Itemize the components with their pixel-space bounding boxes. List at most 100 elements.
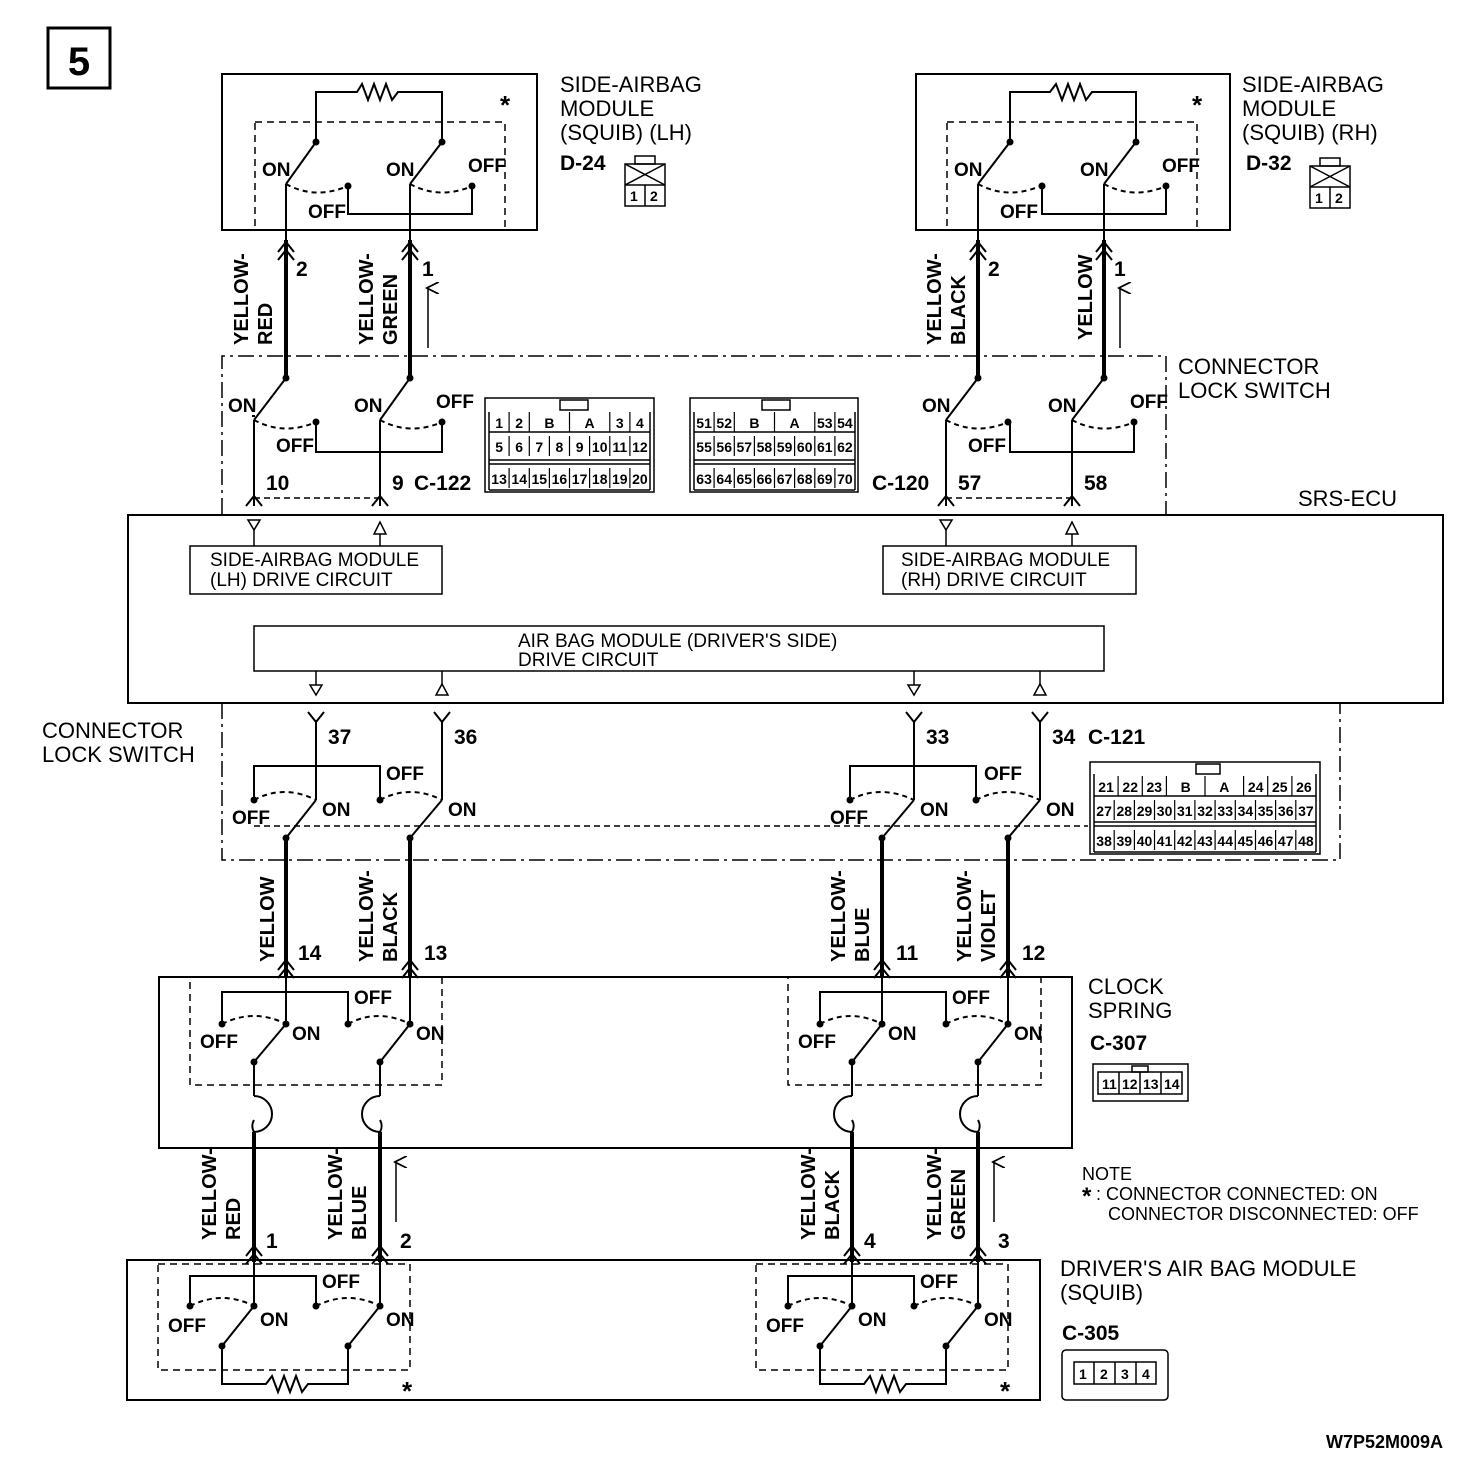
svg-text:YELLOW: YELLOW xyxy=(1075,254,1097,340)
side-rh-connector-id: D-32 xyxy=(1246,152,1292,175)
wire-color-label: YELLOW xyxy=(257,876,279,962)
svg-text:YELLOW-: YELLOW- xyxy=(356,253,378,345)
connector-lock-switch-mid xyxy=(221,703,1341,861)
wire-color-label: YELLOW- RED xyxy=(199,1148,245,1240)
note-line-1: : CONNECTOR CONNECTED: ON xyxy=(1096,1184,1378,1204)
connector-cavity-number: A xyxy=(1219,779,1229,795)
connector-cavity-number: 53 xyxy=(817,415,833,431)
connector-cavity-number: 42 xyxy=(1177,833,1193,849)
connector-cavity-number: 19 xyxy=(612,471,628,487)
switch-label-off: OFF xyxy=(766,1316,804,1337)
connector-cavity-number: B xyxy=(1181,779,1191,795)
switch-label-off: OFF xyxy=(468,156,506,177)
c307-connector-face xyxy=(1092,1063,1189,1102)
connector-cavity-number: 43 xyxy=(1197,833,1213,849)
connector-cavity-number: B xyxy=(749,415,759,431)
svg-text:YELLOW: YELLOW xyxy=(257,876,279,962)
side-rh-pin-1: 1 xyxy=(1315,190,1323,206)
switch-label-on: ON xyxy=(1014,1024,1043,1045)
connector-lock-top-title-1: CONNECTOR xyxy=(1178,354,1319,379)
drive-rh-line-2: (RH) DRIVE CIRCUIT xyxy=(901,570,1087,591)
switch-label-on: ON xyxy=(984,1310,1013,1331)
page-number: 5 xyxy=(68,40,90,84)
connector-cavity-number: 34 xyxy=(1238,803,1254,819)
srs-ecu-title: SRS-ECU xyxy=(1298,486,1397,511)
pin-label: 58 xyxy=(1084,472,1108,495)
connector-lock-top-title-2: LOCK SWITCH xyxy=(1178,378,1331,403)
switch-label-on: ON xyxy=(1046,800,1075,821)
switch-label-on: ON xyxy=(386,160,415,181)
connector-cavity-number: 47 xyxy=(1278,833,1294,849)
pin-label: 1 xyxy=(266,1230,278,1253)
switch-label-on: ON xyxy=(262,160,291,181)
connector-cavity-number: 14 xyxy=(511,471,527,487)
pin-label: 2 xyxy=(988,258,1000,281)
pin-label: 14 xyxy=(298,942,322,965)
svg-text:YELLOW-: YELLOW- xyxy=(325,1148,347,1240)
side-lh-title-3: (SQUIB) (LH) xyxy=(560,120,692,145)
connector-cavity-number: 59 xyxy=(777,439,793,455)
connector-cavity-number: 38 xyxy=(1096,833,1112,849)
connector-lock-top-dots xyxy=(282,374,1138,426)
connector-cavity-number: 58 xyxy=(757,439,773,455)
side-lh-pin-1: 1 xyxy=(630,188,638,204)
connector-cavity-number: 52 xyxy=(716,415,732,431)
switch-label-off: OFF xyxy=(386,764,424,785)
driver-airbag-module-box xyxy=(126,1259,1041,1401)
driver-module-dots xyxy=(186,1302,982,1350)
svg-text:YELLOW-: YELLOW- xyxy=(356,870,378,962)
c122-connector-id: C-122 xyxy=(414,472,471,495)
clock-spring-connector-id: C-307 xyxy=(1090,1032,1147,1055)
switch-label-off: OFF xyxy=(798,1032,836,1053)
side-airbag-rh-dots xyxy=(1006,138,1170,190)
switch-label-off: OFF xyxy=(436,392,474,413)
connector-cavity-number: 51 xyxy=(696,415,712,431)
driver-module-title-2: (SQUIB) xyxy=(1060,1280,1143,1305)
svg-text:RED: RED xyxy=(255,303,277,345)
wire-color-label: YELLOW- BLACK xyxy=(924,253,970,345)
asterisk-mark: * xyxy=(500,90,511,120)
svg-text:YELLOW-: YELLOW- xyxy=(924,1148,946,1240)
switch-label-off: OFF xyxy=(1000,202,1038,223)
connector-cavity-number: 68 xyxy=(797,471,813,487)
c305-connector-face xyxy=(1061,1349,1169,1401)
wire-color-label: YELLOW- BLUE xyxy=(828,870,874,962)
c305-pin: 2 xyxy=(1100,1366,1108,1382)
pin-label: 13 xyxy=(424,942,447,965)
driver-module-connector-id: C-305 xyxy=(1062,1322,1120,1345)
connector-lock-mid-title-1: CONNECTOR xyxy=(42,718,183,743)
pin-label: 9 xyxy=(392,472,404,495)
connector-cavity-number: 32 xyxy=(1197,803,1213,819)
switch-label-on: ON xyxy=(1080,160,1109,181)
connector-cavity-number: 21 xyxy=(1098,779,1114,795)
switch-label-on: ON xyxy=(386,1310,415,1331)
connector-cavity-number: 35 xyxy=(1258,803,1274,819)
side-rh-title-2: MODULE xyxy=(1242,96,1336,121)
svg-text:YELLOW-: YELLOW- xyxy=(199,1148,221,1240)
connector-cavity-number: 55 xyxy=(696,439,712,455)
pin-label: 10 xyxy=(266,472,289,495)
clock-spring-title-2: SPRING xyxy=(1088,998,1172,1023)
connector-cavity-number: 5 xyxy=(495,439,503,455)
wire-color-label: YELLOW- GREEN xyxy=(356,253,402,345)
driver-module-title-1: DRIVER'S AIR BAG MODULE xyxy=(1060,1256,1356,1281)
switch-label-on: ON xyxy=(354,396,383,417)
svg-text:YELLOW-: YELLOW- xyxy=(231,253,253,345)
side-lh-pin-2: 2 xyxy=(650,188,658,204)
side-lh-connector-icon xyxy=(624,155,666,207)
pin-label: 4 xyxy=(864,1230,876,1253)
pin-label: 12 xyxy=(1022,942,1045,965)
switch-label-off: OFF xyxy=(168,1316,206,1337)
connector-cavity-number: 40 xyxy=(1137,833,1153,849)
clock-spring-title-1: CLOCK xyxy=(1088,974,1164,999)
svg-text:YELLOW-: YELLOW- xyxy=(924,253,946,345)
connector-cavity-number: 65 xyxy=(737,471,753,487)
switch-label-on: ON xyxy=(954,160,983,181)
svg-text:RED: RED xyxy=(223,1198,245,1240)
side-rh-title-3: (SQUIB) (RH) xyxy=(1242,120,1378,145)
connector-cavity-number: 24 xyxy=(1248,779,1264,795)
svg-text:YELLOW-: YELLOW- xyxy=(954,870,976,962)
connector-cavity-number: 45 xyxy=(1238,833,1254,849)
pin-label: 3 xyxy=(998,1230,1010,1253)
